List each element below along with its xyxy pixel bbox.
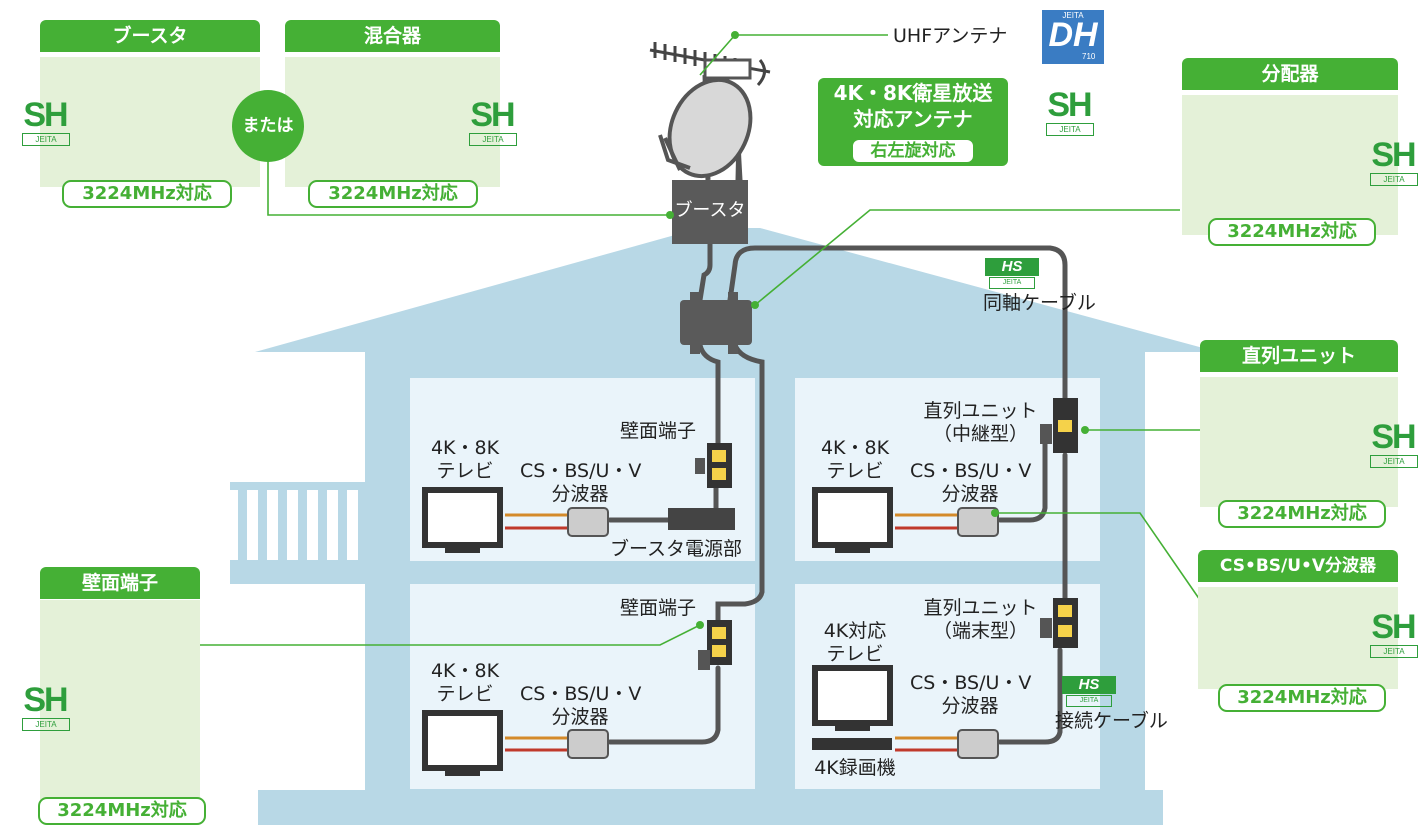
- series-unit-panel-header: 直列ユニット: [1200, 340, 1398, 372]
- sat-antenna-label-line1: 4K・8K衛星放送: [833, 81, 993, 105]
- distributor-port: [690, 342, 700, 354]
- tv-lower-right: [812, 665, 893, 750]
- dh-mark-jeita: JEITA: [1062, 11, 1084, 20]
- series-unit-terminal: [1040, 598, 1078, 648]
- ul-power-unit-label: ブースタ電源部: [609, 538, 743, 560]
- lr-splitter-label-1: CS・BS/U・V: [910, 672, 1032, 694]
- series-unit-freq-badge: 3224MHz対応: [1218, 500, 1386, 528]
- ul-splitter-label-2: 分波器: [551, 483, 609, 505]
- booster-freq-badge: 3224MHz対応: [62, 180, 232, 208]
- splitter-panel: [1198, 587, 1398, 689]
- tv-upper-left: [422, 487, 503, 553]
- lr-tv-label-1: 4K対応: [823, 620, 887, 642]
- series-unit-relay: [1040, 398, 1078, 453]
- distributor-box: [680, 300, 752, 345]
- ur-series-unit-label-1: 直列ユニット: [923, 400, 1038, 422]
- roof-booster-box: [672, 180, 748, 244]
- house-roof: [255, 228, 1218, 352]
- dh-mark-number: 710: [1082, 52, 1096, 61]
- ur-series-unit-label-2: （中継型）: [932, 423, 1028, 445]
- booster-panel: [40, 57, 260, 187]
- lr-tv-label-2: テレビ: [826, 643, 884, 665]
- wall-terminal-freq-badge: 3224MHz対応: [38, 797, 206, 825]
- lr-recorder-label: 4K録画機: [814, 757, 896, 779]
- wall-terminal-upper: [695, 443, 732, 488]
- lr-series-unit-label-1: 直列ユニット: [923, 597, 1038, 619]
- ul-splitter-label-1: CS・BS/U・V: [520, 460, 642, 482]
- lr-series-unit-label-2: （端末型）: [932, 620, 1028, 642]
- mixer-freq-badge: 3224MHz対応: [308, 180, 478, 208]
- wall-terminal-lower: [698, 620, 732, 670]
- sat-antenna-label-line2: 対応アンテナ: [853, 107, 973, 131]
- ll-tv-label-2: テレビ: [436, 683, 494, 705]
- floor-divider-band: [230, 560, 1135, 584]
- ur-splitter-label-2: 分波器: [941, 483, 999, 505]
- ur-tv-label-2: テレビ: [826, 460, 884, 482]
- distributor-port: [728, 292, 738, 304]
- splitter-panel-header: CS•BS/U•V分波器: [1198, 550, 1398, 582]
- balcony-railing: [230, 482, 400, 560]
- distributor-port: [728, 342, 738, 354]
- booster-panel-header: ブースタ: [40, 20, 260, 52]
- ll-tv-label-1: 4K・8K: [430, 660, 500, 682]
- splitter-upper-right: [895, 507, 999, 537]
- lr-splitter-label-2: 分波器: [941, 695, 999, 717]
- or-badge: または: [232, 90, 304, 162]
- house-foundation: [258, 790, 1163, 825]
- ul-wall-terminal-label: 壁面端子: [620, 420, 697, 442]
- distributor-port: [690, 292, 700, 304]
- connection-cable-label: 接続ケーブル: [1055, 710, 1168, 732]
- mixer-panel: [285, 57, 500, 187]
- satellite-dish-graphic: [658, 77, 753, 179]
- ul-tv-label-2: テレビ: [436, 460, 494, 482]
- ur-splitter-label-1: CS・BS/U・V: [910, 460, 1032, 482]
- splitter-lower-left: [505, 729, 609, 759]
- ul-tv-label-1: 4K・8K: [430, 437, 500, 459]
- sat-antenna-badge: 右左旋対応: [851, 138, 975, 164]
- series-unit-panel: [1200, 377, 1398, 507]
- tv-upper-right: [812, 487, 893, 553]
- distributor-freq-badge: 3224MHz対応: [1208, 218, 1376, 246]
- leader-dots: [666, 31, 1089, 629]
- ll-splitter-label-1: CS・BS/U・V: [520, 683, 642, 705]
- wall-terminal-panel-header: 壁面端子: [40, 567, 200, 599]
- coax-cable-label: 同軸ケーブル: [983, 292, 1096, 314]
- roof-booster-label: ブースタ: [674, 200, 746, 221]
- wall-terminal-panel: [40, 600, 200, 810]
- distributor-panel: [1182, 95, 1398, 235]
- ur-tv-label-1: 4K・8K: [820, 437, 890, 459]
- booster-power-unit: [668, 508, 735, 530]
- ll-wall-terminal-label: 壁面端子: [620, 597, 697, 619]
- distributor-panel-header: 分配器: [1182, 58, 1398, 90]
- dh-mark: JEITA DH 710: [1042, 10, 1104, 64]
- tv-lower-left: [422, 710, 503, 776]
- mixer-panel-header: 混合器: [285, 20, 500, 52]
- uhf-antenna-graphic: [649, 42, 771, 87]
- ll-splitter-label-2: 分波器: [551, 706, 609, 728]
- splitter-lower-right: [895, 729, 999, 759]
- splitter-upper-left: [505, 507, 609, 537]
- leader-lines: [200, 34, 1201, 646]
- uhf-antenna-label: UHFアンテナ: [893, 25, 1008, 47]
- splitter-freq-badge: 3224MHz対応: [1218, 684, 1386, 712]
- sat-antenna-callout: 4K・8K衛星放送 対応アンテナ 右左旋対応: [818, 78, 1008, 166]
- dh-mark-text: DH: [1048, 16, 1098, 54]
